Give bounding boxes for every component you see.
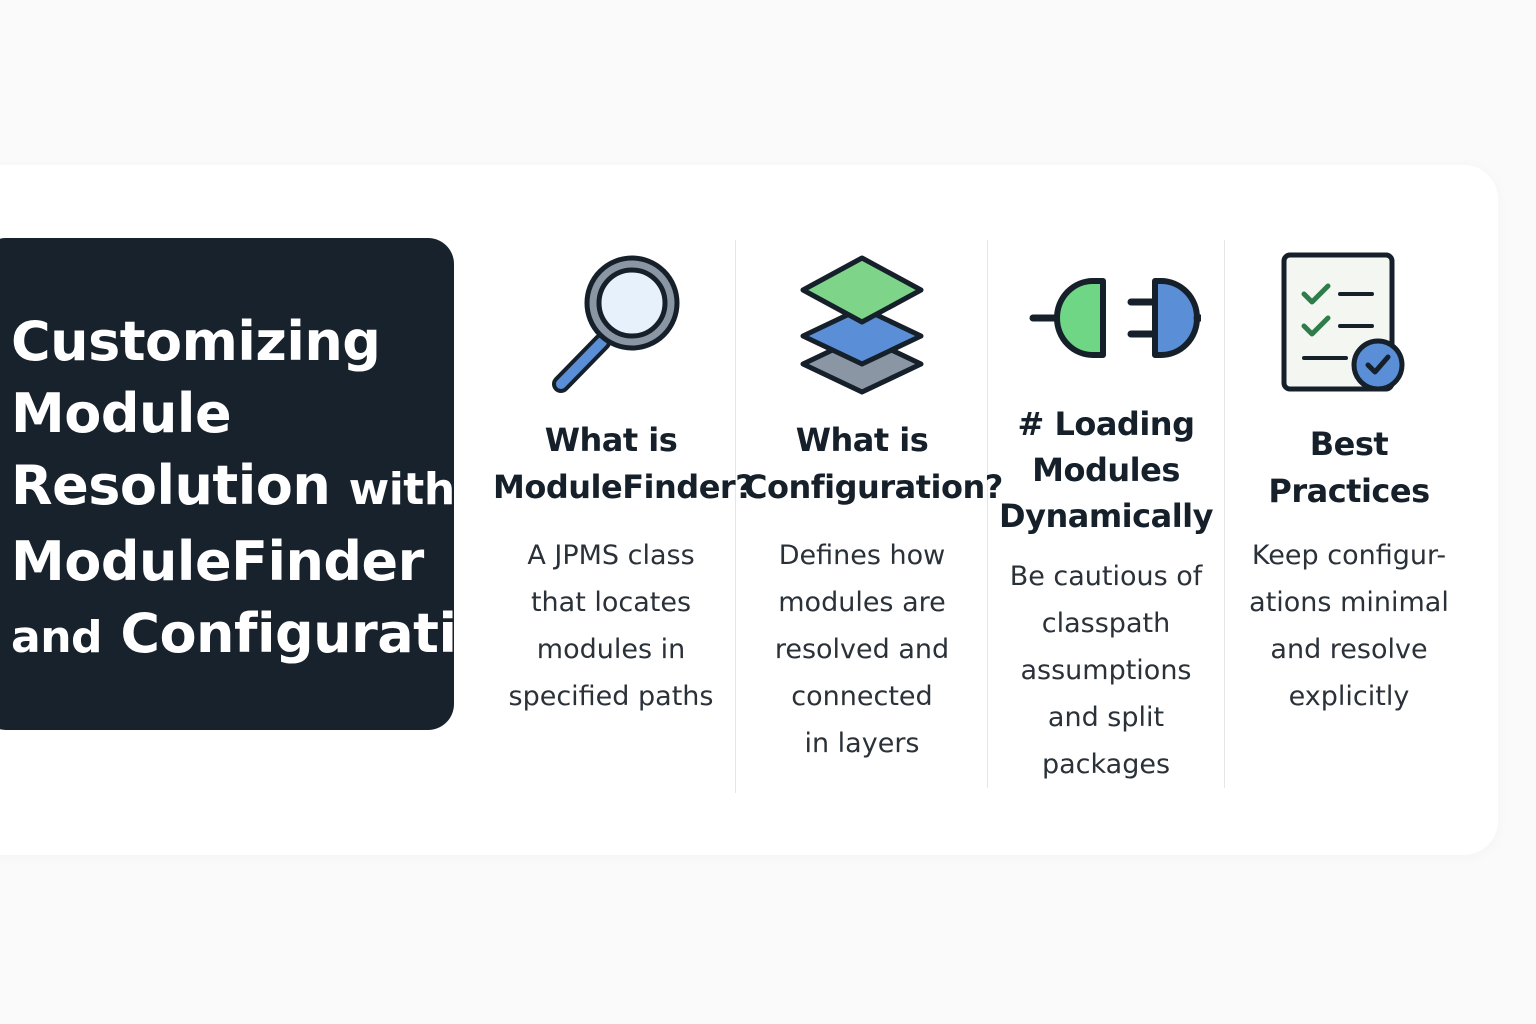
- body-line: specified paths: [508, 681, 714, 712]
- title-line-1: Customizing: [11, 310, 381, 373]
- heading-line: Configuration?: [744, 468, 1003, 506]
- column-best-practices: Best Practices Keep configur- ations min…: [1232, 240, 1466, 720]
- checklist-icon: [1281, 252, 1405, 392]
- body-line: Be cautious of: [1009, 561, 1203, 592]
- title-line-5: and Configuration: [11, 598, 532, 674]
- body-line: modules are: [778, 587, 946, 618]
- heading-line: # Loading: [1017, 405, 1195, 443]
- heading-line: Dynamically: [999, 497, 1213, 535]
- body-line: and split: [1047, 702, 1165, 733]
- column-divider-2: [987, 240, 988, 788]
- title-line-2: Module: [11, 382, 232, 445]
- title-line-3: Resolution with: [11, 450, 456, 526]
- title-panel: Customizing Module Resolution with Modul…: [0, 238, 532, 730]
- heading-line: What is: [544, 421, 678, 459]
- body-line: that locates: [530, 587, 692, 618]
- body-line: explicitly: [1288, 681, 1410, 712]
- plug-connector-icon: [1029, 278, 1201, 358]
- title-line-3-main: Resolution: [11, 454, 331, 517]
- title-line-4: ModuleFinder: [11, 530, 424, 593]
- body-line: resolved and: [774, 634, 950, 665]
- column-modulefinder: What is ModuleFinder? A JPMS class that …: [493, 240, 754, 720]
- column-divider-1: [735, 240, 736, 793]
- heading-line: Best: [1309, 425, 1389, 463]
- body-line: classpath: [1041, 608, 1171, 639]
- body-line: modules in: [536, 634, 686, 665]
- title-line-5-main: Configuration: [120, 602, 532, 665]
- column-configuration: What is Configuration? Defines how modul…: [744, 240, 1003, 767]
- body-line: Keep configur-: [1251, 540, 1447, 571]
- body-line: ations minimal: [1249, 587, 1449, 618]
- layers-icon: [800, 255, 924, 395]
- body-line: Defines how: [778, 540, 946, 571]
- body-line: in layers: [804, 728, 920, 759]
- heading-line: Practices: [1268, 472, 1430, 510]
- title-line-5-small: and: [11, 612, 103, 663]
- body-line: and resolve: [1270, 634, 1428, 665]
- heading-line: Modules: [1032, 451, 1180, 489]
- column-loading-modules: # Loading Modules Dynamically Be cautiou…: [994, 240, 1218, 788]
- magnifier-icon: [552, 255, 680, 393]
- heading-line: What is: [795, 421, 929, 459]
- body-line: assumptions: [1020, 655, 1192, 686]
- title-line-3-small: with: [348, 464, 456, 515]
- body-line: connected: [791, 681, 933, 712]
- heading-line: ModuleFinder?: [493, 468, 754, 506]
- body-line: packages: [1041, 749, 1171, 780]
- column-divider-3: [1224, 240, 1225, 788]
- body-line: A JPMS class: [527, 540, 695, 571]
